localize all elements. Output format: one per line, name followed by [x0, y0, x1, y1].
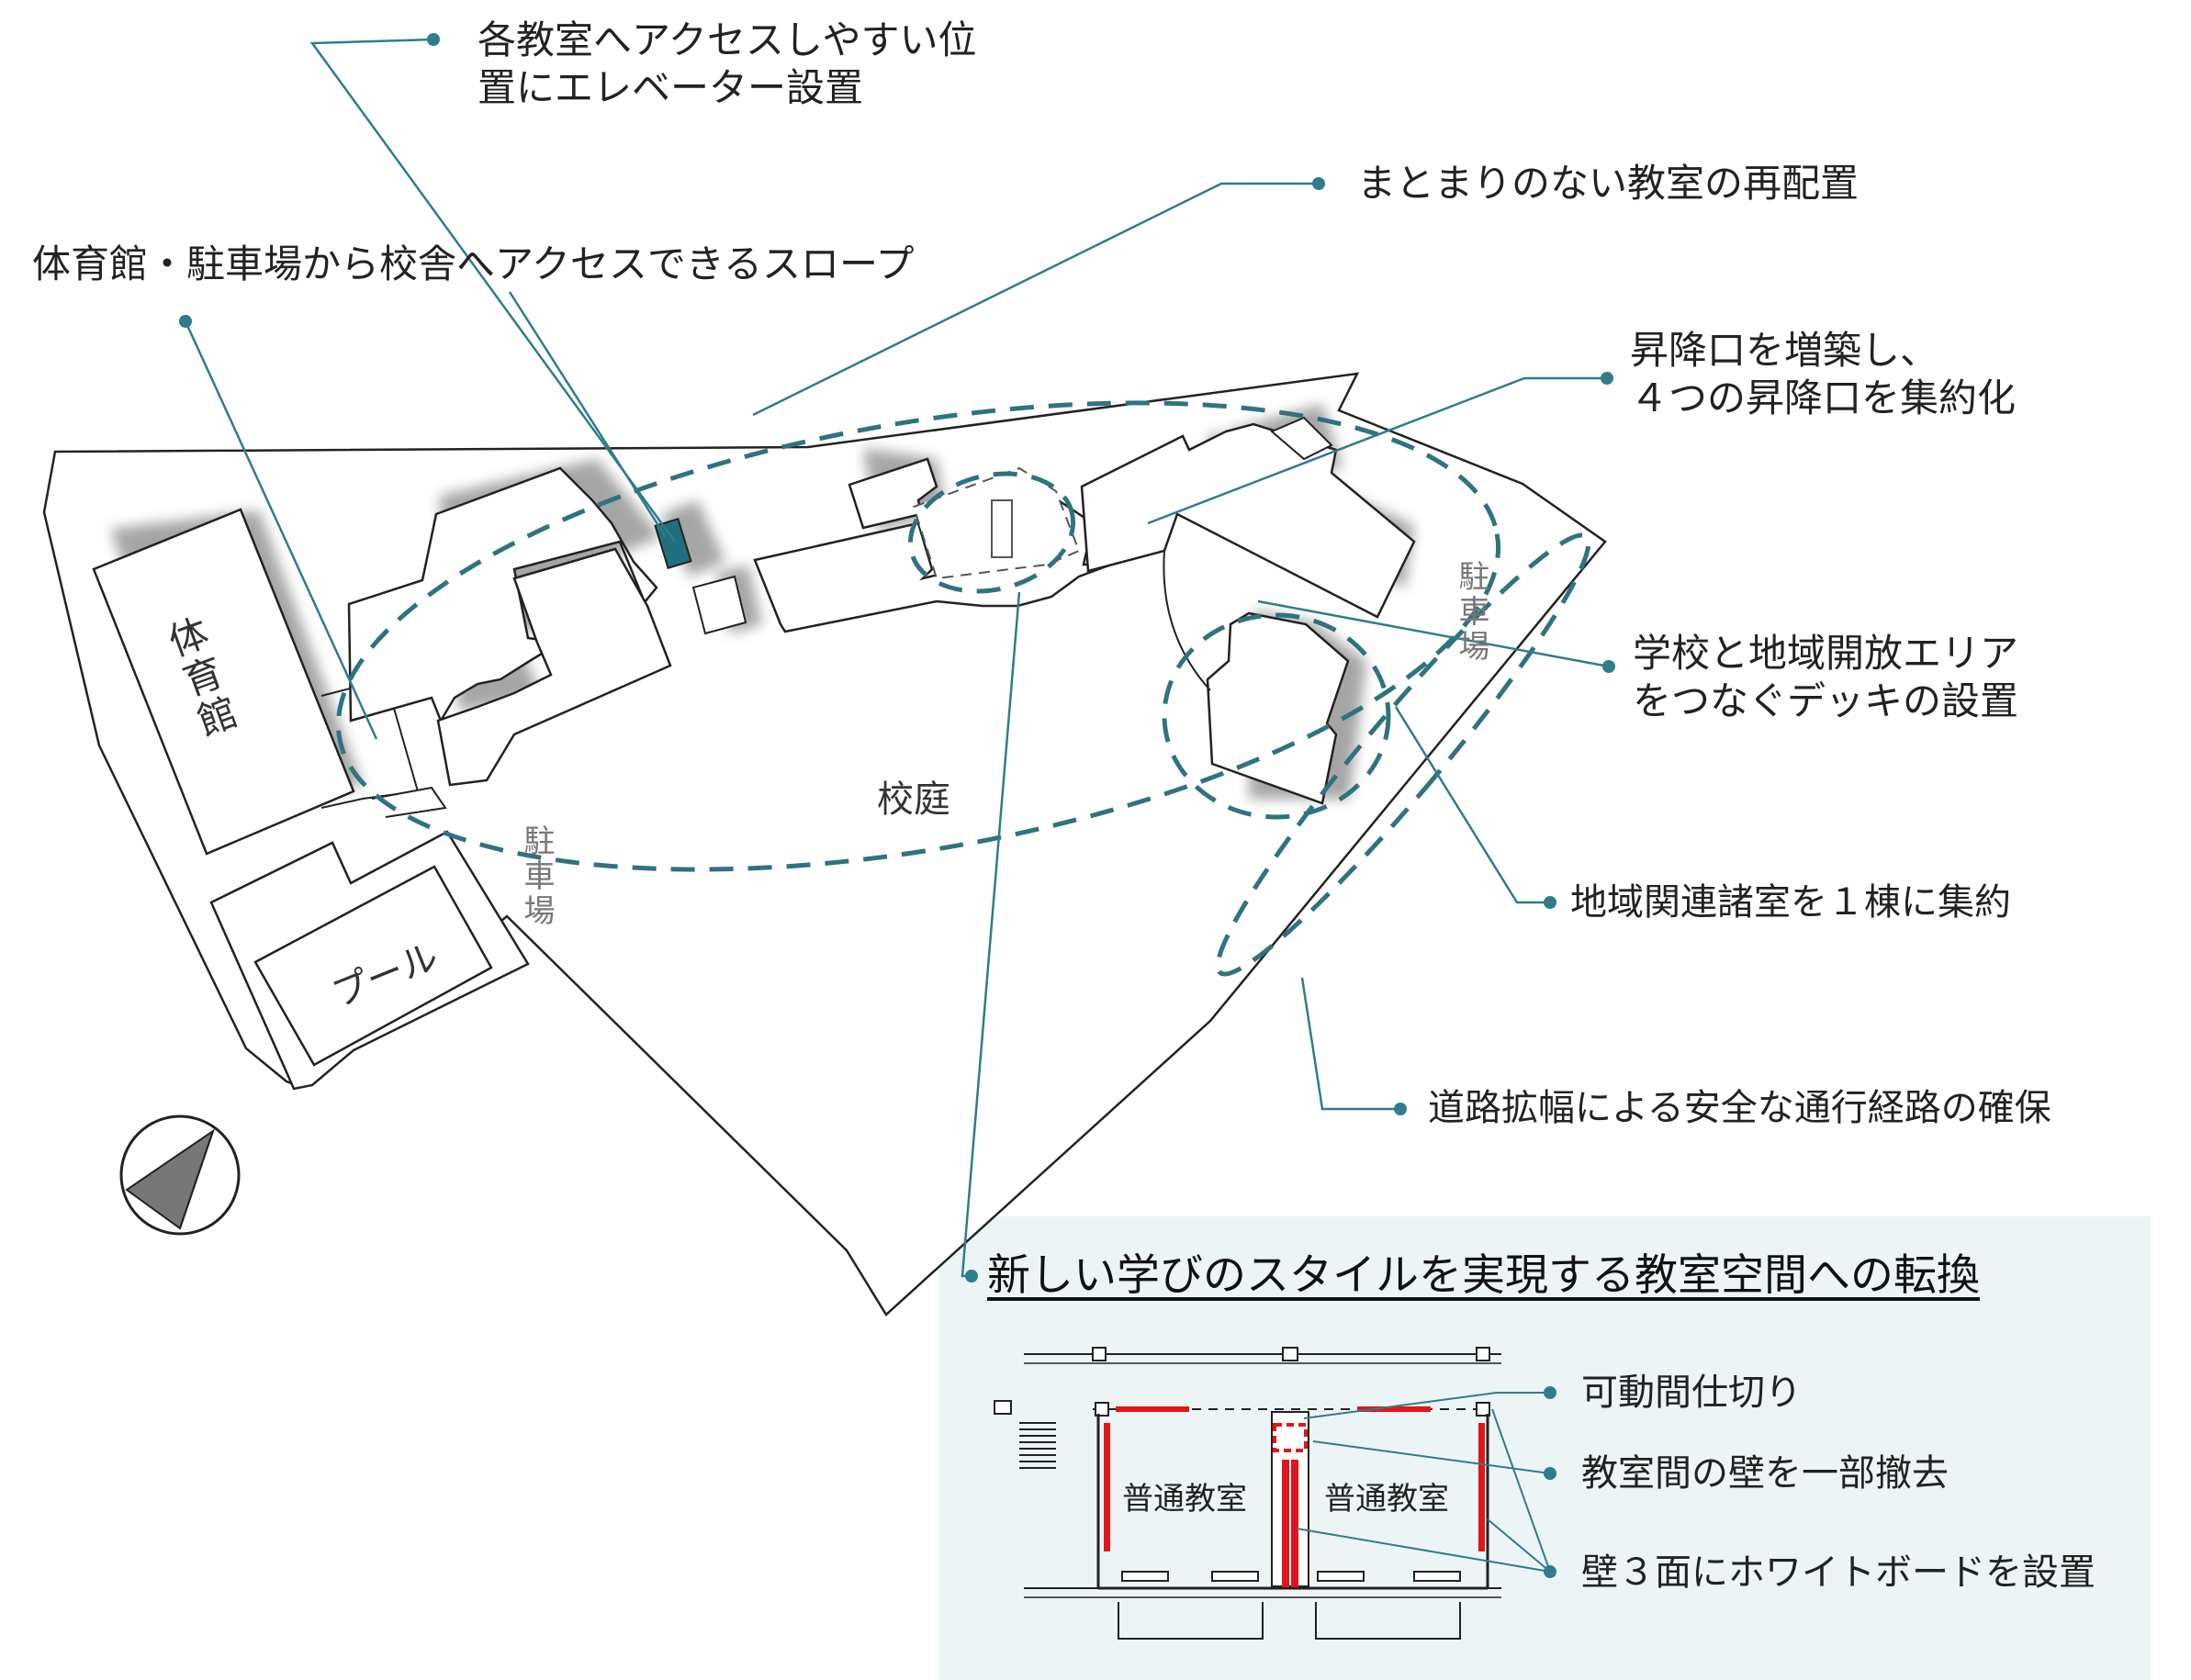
note-movable-partition: 可動間仕切り [1581, 1372, 1802, 1414]
inset-panel [938, 1216, 2151, 1680]
dashed-highlights [335, 400, 1591, 977]
callout-community: 地域関連諸室を１棟に集約 [1570, 881, 2011, 924]
dot-relocation [1312, 177, 1325, 190]
north-arrow-icon [119, 1114, 241, 1236]
slope-ramp [371, 786, 447, 818]
leader-community [1394, 706, 1550, 904]
entrance-ellipse [907, 471, 1076, 594]
deck-arc [1163, 550, 1211, 691]
callout-elevator-line1: 各教室へアクセスしやすい位 [478, 17, 977, 62]
road-ellipse [1215, 532, 1591, 977]
callout-elevator: 各教室へアクセスしやすい位 置にエレベーター設置 [478, 17, 976, 112]
leader-elevator [309, 38, 677, 543]
annex-small [691, 575, 747, 635]
whiteboards [1104, 1423, 1485, 1588]
room-label-left: 普通教室 [1122, 1481, 1247, 1518]
dot-elevator [427, 33, 440, 46]
east-wing-tower [1270, 416, 1333, 461]
callout-relocation: まとまりのない教室の再配置 [1357, 161, 1860, 206]
west-wing-building [347, 466, 658, 723]
dot-community [1544, 896, 1556, 909]
callout-entrance-line2: ４つの昇降口を集約化 [1630, 375, 2017, 420]
leader-slope [508, 291, 668, 538]
classroom-zone-ellipse [335, 400, 1501, 872]
label-courtyard: 校庭 [877, 778, 950, 821]
dot-deck [1602, 660, 1615, 673]
leader-dots [179, 33, 1615, 1282]
leader-relocation [752, 182, 1319, 417]
entrance-core [991, 499, 1013, 558]
leader-road [1300, 977, 1400, 1111]
stairs-icon [1019, 1422, 1056, 1469]
dot-road [1394, 1103, 1407, 1115]
pool [253, 865, 493, 1067]
inset-floor-plan [994, 1347, 1556, 1640]
west-wing-block [436, 547, 672, 787]
note-whiteboards: 壁３面にホワイトボードを設置 [1581, 1551, 2095, 1594]
callout-elevator-line2: 置にエレベーター設置 [478, 65, 864, 110]
callout-deck: 学校と地域開放エリア をつなぐデッキの設置 [1633, 630, 2018, 725]
callout-deck-line2: をつなぐデッキの設置 [1633, 678, 2019, 723]
callout-deck-line1: 学校と地域開放エリア [1633, 631, 2019, 676]
removed-wall-box [1273, 1423, 1308, 1452]
callout-slope: 体育館・駐車場から校舎へアクセスできるスロープ [32, 241, 915, 286]
central-wing-top [848, 457, 938, 530]
label-parking-east: 駐車場 [1453, 560, 1489, 665]
label-parking-west: 駐車場 [518, 824, 555, 929]
community-building [1206, 611, 1350, 805]
note-wall-removal: 教室間の壁を一部撤去 [1581, 1452, 1949, 1495]
elevator-shaft [654, 517, 692, 570]
dot-entrance [1601, 372, 1613, 385]
callout-entrance-line1: 昇降口を増築し、 [1630, 328, 1939, 373]
community-ellipse [1162, 612, 1391, 820]
dot-slope [179, 315, 192, 328]
leader-entrance [1147, 376, 1607, 525]
leader-slope-ramp [184, 320, 378, 740]
room-label-right: 普通教室 [1324, 1481, 1449, 1518]
gym-building [92, 508, 355, 856]
callout-road: 道路拡幅による安全な通行経路の確保 [1428, 1087, 2051, 1129]
callout-entrance: 昇降口を増築し、 ４つの昇降口を集約化 [1630, 327, 2016, 422]
dot-inset [965, 1270, 978, 1282]
inset-title: 新しい学びのスタイルを実現する教室空間への転換 [987, 1250, 1980, 1301]
leader-deck [1257, 599, 1610, 668]
